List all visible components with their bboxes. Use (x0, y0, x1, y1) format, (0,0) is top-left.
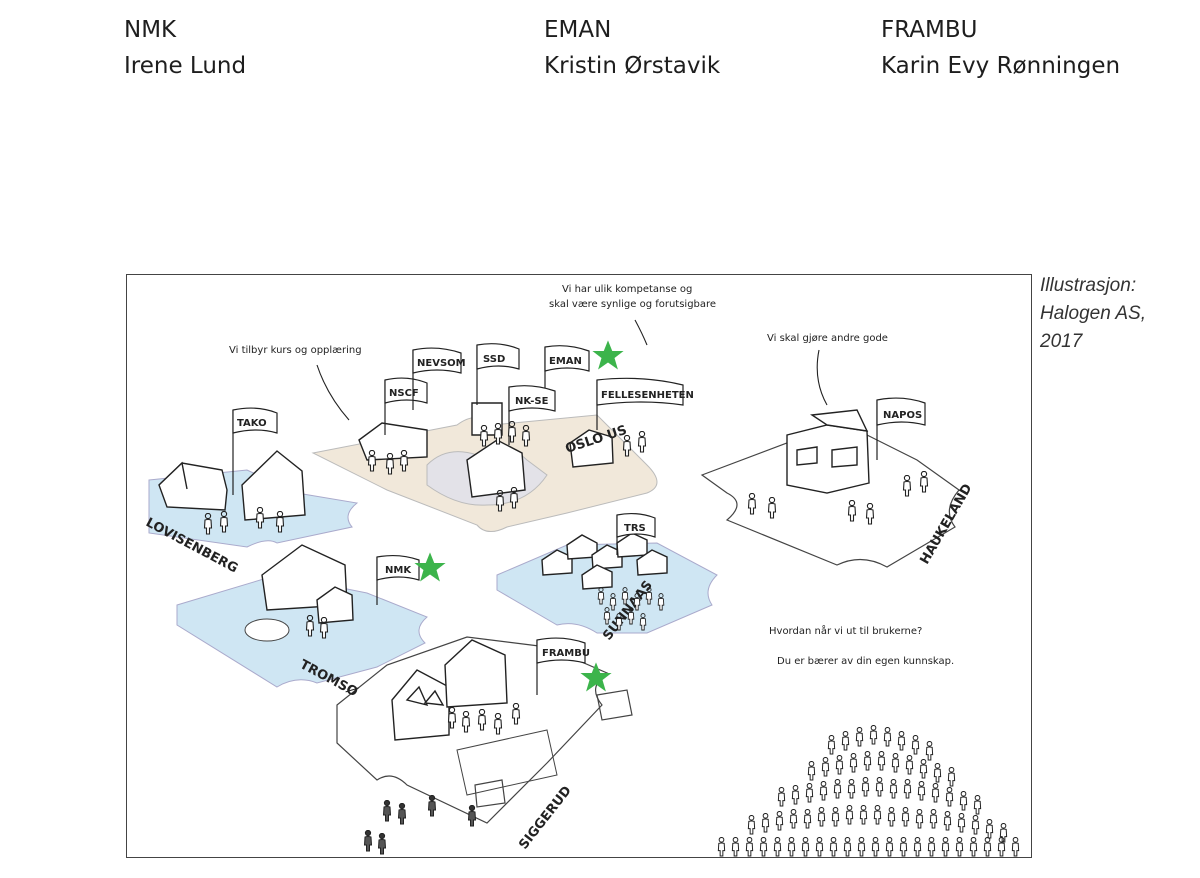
header-col-frambu: FRAMBU Karin Evy Rønningen (881, 12, 1120, 84)
tile-tromso (176, 574, 428, 688)
flag-nk-se: NK-SE (515, 396, 549, 407)
illustration: TAKO NSCF NEVSOM SSD EMAN NK-SE FELLESEN… (143, 284, 1020, 857)
header-col-eman: EMAN Kristin Ørstavik (544, 12, 720, 84)
credit-line: 2017 (1040, 331, 1083, 352)
flag-tako: TAKO (237, 418, 267, 429)
flag-nevsom: NEVSOM (417, 358, 466, 369)
person-name: Karin Evy Rønningen (881, 53, 1121, 79)
speech-kurs: Vi tilbyr kurs og opplæring (229, 345, 362, 356)
header-col-nmk: NMK Irene Lund (124, 12, 246, 84)
flag-trs: TRS (624, 523, 646, 534)
house-icon (158, 402, 870, 741)
tile-siggerud (336, 636, 609, 824)
person-name: Kristin Ørstavik (544, 53, 721, 79)
flag-ssd: SSD (483, 354, 505, 365)
org-name: EMAN (544, 17, 612, 43)
crowd-brukerne (717, 725, 1020, 857)
org-name: NMK (124, 17, 177, 43)
illustration-credit: Illustrasjon: Halogen AS, 2017 (1040, 272, 1146, 356)
speech-kompetanse-line1: Vi har ulik kompetanse og (562, 284, 692, 295)
person-name: Irene Lund (124, 53, 247, 79)
speech-kompetanse-line2: skal være synlige og forutsigbare (549, 299, 716, 310)
speech-brukerne: Hvordan når vi ut til brukerne? (769, 624, 922, 637)
tile-haukeland (700, 424, 960, 568)
speech-kunnskap: Du er bærer av din egen kunnskap. (777, 656, 954, 667)
illustration-frame: TAKO NSCF NEVSOM SSD EMAN NK-SE FELLESEN… (126, 274, 1032, 858)
star-icon (592, 340, 624, 370)
flag-frambu: FRAMBU (542, 648, 590, 659)
place-siggerud: SIGGERUD (516, 783, 575, 852)
flag-nmk: NMK (385, 565, 412, 576)
credit-line: Illustrasjon: (1040, 275, 1137, 296)
flag-nscf: NSCF (389, 388, 419, 399)
org-name: FRAMBU (881, 17, 978, 43)
speech-gode: Vi skal gjøre andre gode (767, 333, 888, 344)
flag-fellesenheten: FELLESENHETEN (601, 390, 694, 401)
flag-eman: EMAN (549, 356, 582, 367)
flag-napos: NAPOS (883, 410, 922, 421)
credit-line: Halogen AS, (1040, 303, 1146, 324)
